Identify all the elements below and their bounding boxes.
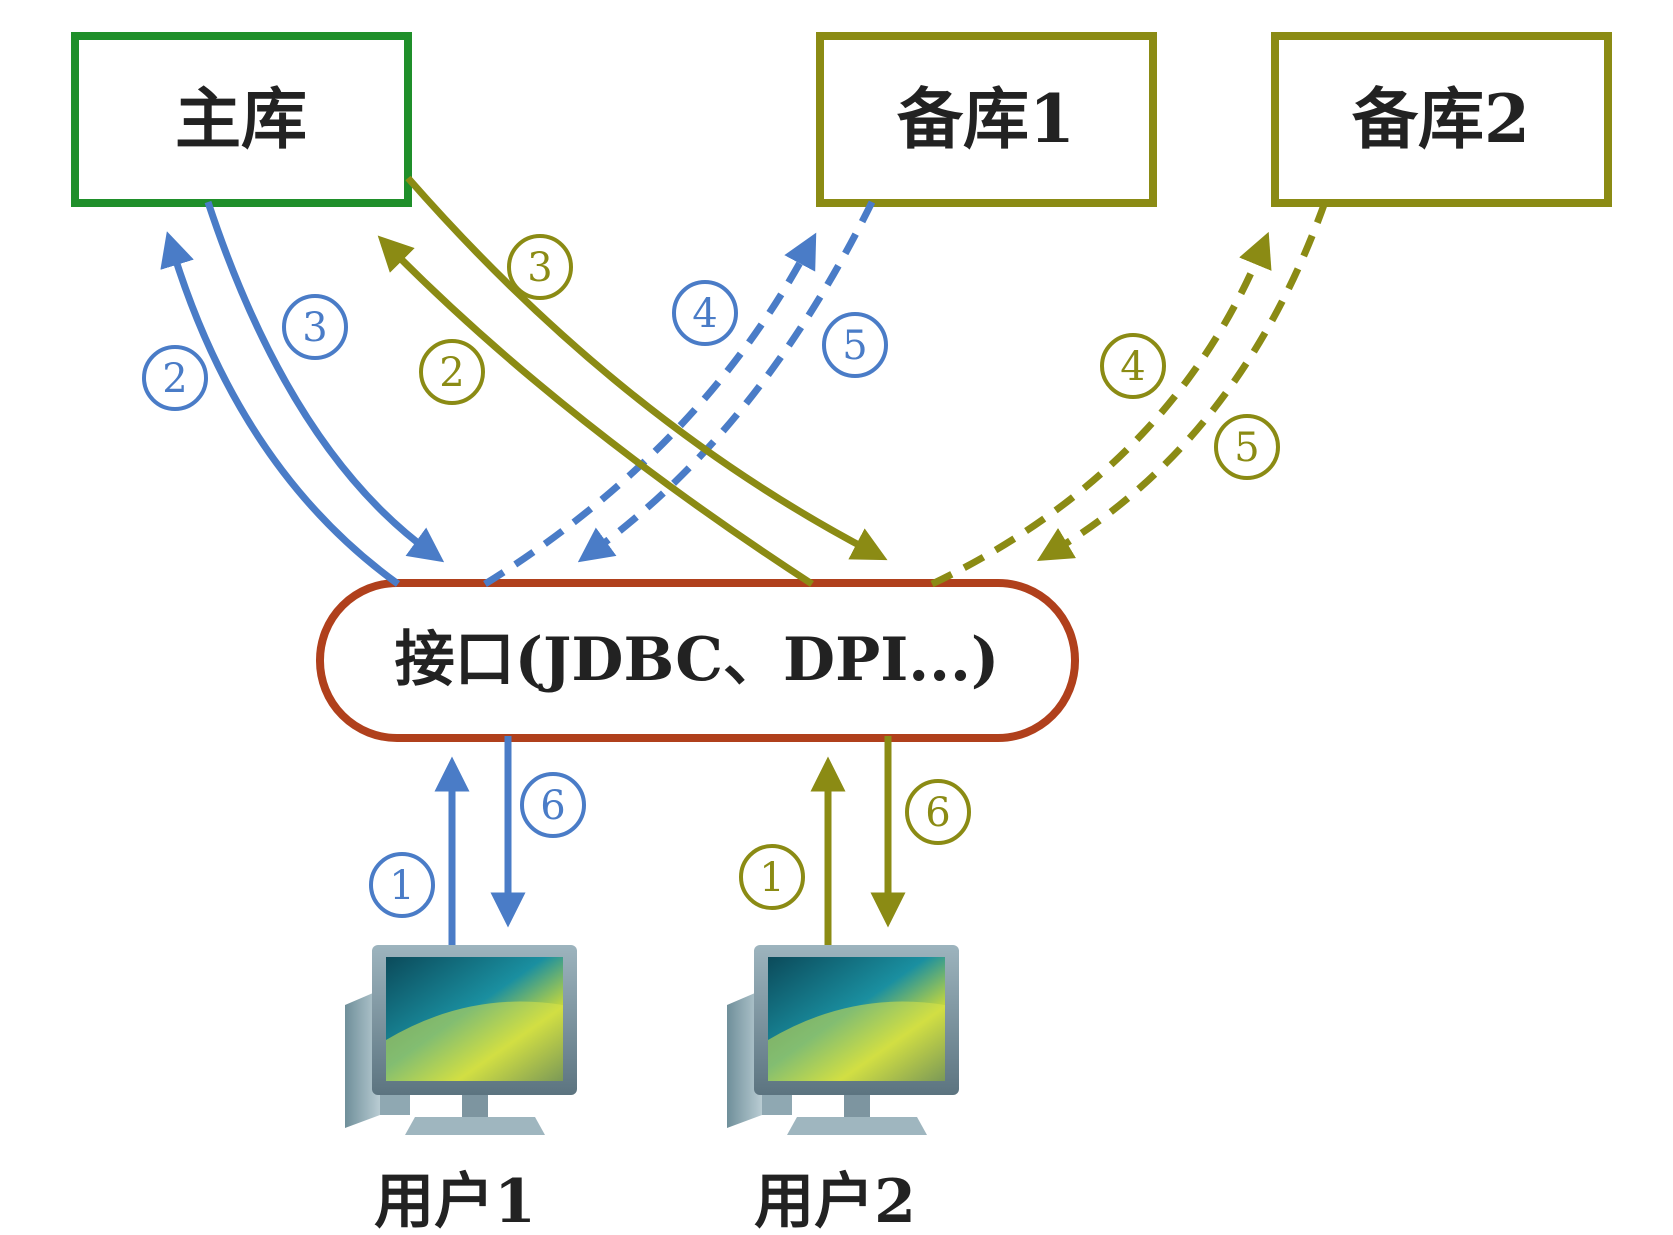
standby1-db-node: 备库1 <box>816 32 1157 207</box>
user1-step2-arrow <box>160 231 401 587</box>
user2-step4-number: 4 <box>1120 344 1145 390</box>
user2-step6-number: 6 <box>925 790 950 836</box>
interface-node: 接口(JDBC、DPI...) <box>316 579 1079 742</box>
user1-step4-arrow <box>483 232 817 587</box>
user1-step5-marker: 5 <box>822 312 888 378</box>
user1-computer: 用户1 <box>345 945 577 1235</box>
master-db-node: 主库 <box>71 32 412 207</box>
user1-step4-marker: 4 <box>672 280 738 346</box>
user1-step6-marker: 6 <box>520 772 586 838</box>
user2-step1-marker: 1 <box>739 844 805 910</box>
user2-step1-number: 1 <box>759 855 784 901</box>
user2-step3-marker: 3 <box>507 234 573 300</box>
user2-step5-marker: 5 <box>1214 414 1280 480</box>
user1-step1-number: 1 <box>389 863 414 909</box>
user2-step2-arrow <box>377 235 814 587</box>
user2-step5-arrow <box>1036 200 1329 561</box>
user2-step2-marker: 2 <box>419 339 485 405</box>
user1-step1-marker: 1 <box>369 852 435 918</box>
user2-flow <box>377 175 1329 950</box>
user2-step4-arrow <box>930 231 1272 588</box>
user2-step5-number: 5 <box>1234 425 1259 471</box>
user1-step2-marker: 2 <box>142 345 208 411</box>
user1-step4-number: 4 <box>692 291 717 337</box>
interface-label: 接口(JDBC、DPI...) <box>395 625 1000 695</box>
user1-step3-marker: 3 <box>282 294 348 360</box>
user1-step3-number: 3 <box>302 305 327 351</box>
user2-step2-number: 2 <box>439 350 464 396</box>
user2-step6-marker: 6 <box>905 779 971 845</box>
computer-icon <box>727 945 959 1135</box>
user2-step-markers: 1 2 3 4 5 6 <box>419 234 1280 910</box>
user1-flow <box>160 200 876 950</box>
user1-step3-arrow <box>204 200 445 563</box>
user1-label: 用户1 <box>374 1167 536 1235</box>
user1-step-markers: 1 2 3 4 5 6 <box>142 280 888 918</box>
user2-step3-arrow <box>405 175 888 561</box>
standby2-db-label: 备库2 <box>1352 80 1530 158</box>
user1-step5-number: 5 <box>842 323 867 369</box>
computer-icon <box>345 945 577 1135</box>
user2-step3-number: 3 <box>527 245 552 291</box>
user1-step2-number: 2 <box>162 356 187 402</box>
user2-step4-marker: 4 <box>1100 333 1166 399</box>
master-db-label: 主库 <box>175 80 307 158</box>
user2-label: 用户2 <box>754 1167 916 1235</box>
standby1-db-label: 备库1 <box>897 80 1075 158</box>
standby2-db-node: 备库2 <box>1271 32 1612 207</box>
user1-step6-number: 6 <box>540 783 565 829</box>
user1-step5-arrow <box>577 200 876 563</box>
user2-computer: 用户2 <box>727 945 959 1235</box>
